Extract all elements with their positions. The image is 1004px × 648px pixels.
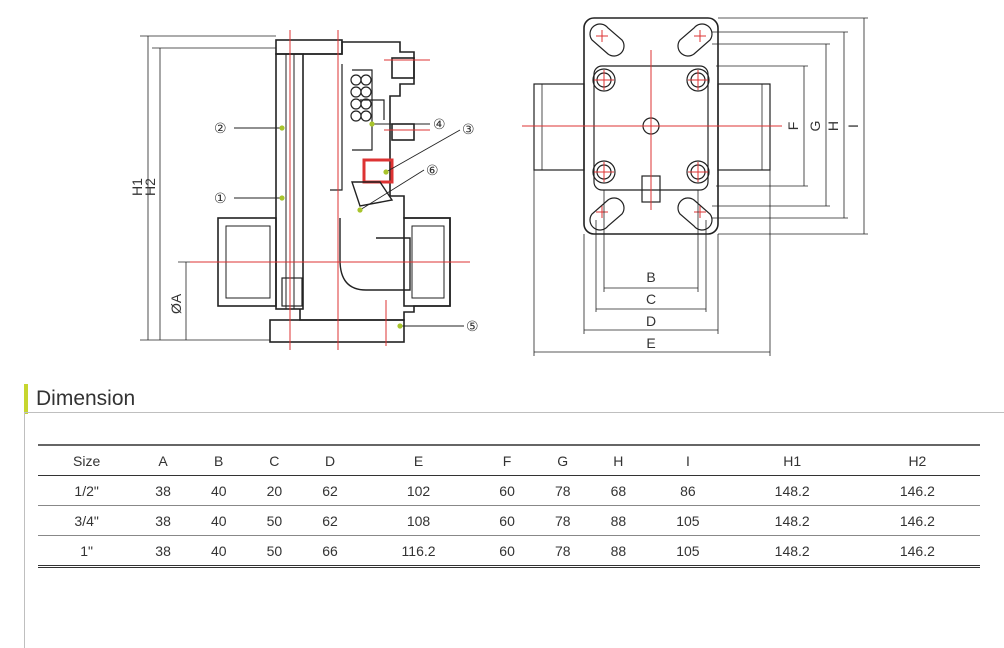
table-cell: 146.2 bbox=[854, 475, 980, 506]
table-cell: 60 bbox=[479, 535, 535, 568]
col-h2: H2 bbox=[854, 444, 980, 476]
col-c: C bbox=[246, 444, 303, 476]
dimension-table: Size A B C D E F G H I H1 H2 1/2" 38 40 … bbox=[38, 444, 980, 568]
side-section-view bbox=[140, 30, 470, 350]
table-header-row: Size A B C D E F G H I H1 H2 bbox=[38, 444, 980, 476]
technical-drawings: H1 H2 ØA ② ① ④ ③ ⑥ ⑤ bbox=[129, 17, 868, 356]
label-g: G bbox=[807, 121, 823, 132]
table-cell: 148.2 bbox=[729, 475, 855, 506]
table-cell: 148.2 bbox=[729, 505, 855, 536]
label-d: D bbox=[646, 313, 656, 329]
label-h: H bbox=[825, 121, 841, 131]
table-cell: 146.2 bbox=[854, 535, 980, 568]
table-cell: 105 bbox=[646, 505, 730, 536]
col-size: Size bbox=[38, 444, 136, 476]
label-e: E bbox=[646, 335, 655, 351]
table-cell: 62 bbox=[302, 475, 358, 506]
label-dia-a: ØA bbox=[168, 293, 184, 314]
table-cell: 40 bbox=[190, 535, 247, 568]
col-h1: H1 bbox=[729, 444, 855, 476]
table-cell: 78 bbox=[534, 505, 591, 536]
table-cell: 146.2 bbox=[854, 505, 980, 536]
section-title: Dimension bbox=[24, 384, 135, 414]
callout-6: ⑥ bbox=[426, 162, 439, 178]
table-cell: 20 bbox=[246, 475, 303, 506]
col-f: F bbox=[479, 444, 535, 476]
table-cell: 60 bbox=[479, 475, 535, 506]
table-cell: 78 bbox=[534, 535, 591, 568]
label-b: B bbox=[646, 269, 655, 285]
table-cell: 3/4" bbox=[38, 505, 136, 536]
table-cell: 102 bbox=[357, 475, 480, 506]
callout-5: ⑤ bbox=[466, 318, 479, 334]
table-cell: 40 bbox=[190, 475, 247, 506]
table-cell: 1/2" bbox=[38, 475, 136, 506]
col-a: A bbox=[135, 444, 191, 476]
table-cell: 86 bbox=[646, 475, 730, 506]
col-e: E bbox=[357, 444, 480, 476]
table-cell: 148.2 bbox=[729, 535, 855, 568]
callout-4: ④ bbox=[433, 116, 446, 132]
table-cell: 1" bbox=[38, 535, 136, 568]
label-c: C bbox=[646, 291, 656, 307]
table-cell: 62 bbox=[302, 505, 358, 536]
table-cell: 66 bbox=[302, 535, 358, 568]
table-cell: 38 bbox=[135, 505, 191, 536]
label-i: I bbox=[845, 124, 861, 128]
table-row: 1" 38 40 50 66 116.2 60 78 88 105 148.2 … bbox=[38, 535, 980, 568]
table-cell: 68 bbox=[590, 475, 647, 506]
top-view bbox=[522, 17, 868, 356]
col-g: G bbox=[534, 444, 591, 476]
table-cell: 38 bbox=[135, 475, 191, 506]
table-cell: 108 bbox=[357, 505, 480, 536]
table-row: 3/4" 38 40 50 62 108 60 78 88 105 148.2 … bbox=[38, 505, 980, 536]
table-cell: 78 bbox=[534, 475, 591, 506]
col-b: B bbox=[190, 444, 247, 476]
table-cell: 88 bbox=[590, 505, 647, 536]
label-h1: H1 bbox=[129, 178, 145, 196]
table-row: 1/2" 38 40 20 62 102 60 78 68 86 148.2 1… bbox=[38, 475, 980, 506]
table-cell: 50 bbox=[246, 535, 303, 568]
callout-3: ③ bbox=[462, 121, 475, 137]
callout-1: ① bbox=[214, 190, 227, 206]
table-cell: 38 bbox=[135, 535, 191, 568]
col-h: H bbox=[590, 444, 647, 476]
col-i: I bbox=[646, 444, 730, 476]
table-cell: 88 bbox=[590, 535, 647, 568]
table-cell: 40 bbox=[190, 505, 247, 536]
table-cell: 116.2 bbox=[357, 535, 480, 568]
table-cell: 105 bbox=[646, 535, 730, 568]
callout-2: ② bbox=[214, 120, 227, 136]
label-h2: H2 bbox=[142, 178, 158, 196]
table-cell: 60 bbox=[479, 505, 535, 536]
table-cell: 50 bbox=[246, 505, 303, 536]
label-f: F bbox=[785, 122, 801, 131]
col-d: D bbox=[302, 444, 358, 476]
dimension-frame bbox=[24, 412, 1004, 648]
